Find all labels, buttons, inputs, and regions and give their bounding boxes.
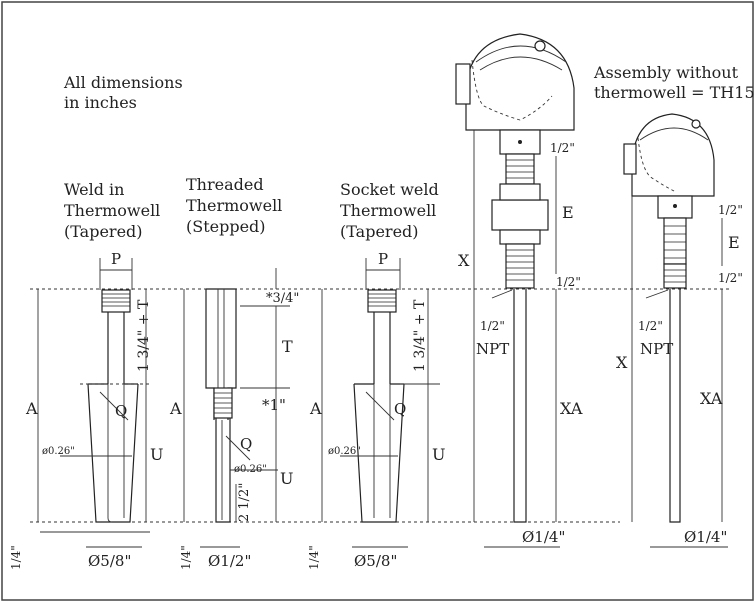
assembly-large-npt-label: NPT [476,340,509,358]
connection-head-large [465,33,575,131]
assembly-large-dim-e: E [562,203,574,222]
assembly-small-dim-xa: XA [700,389,723,408]
assembly-large-dim-half-top: 1/2" [550,141,575,155]
assembly-small-dim-half-bottom: 1/2" [718,271,743,285]
threaded-dim-top: *3/4" [266,291,299,306]
socket-dim-tip: ø0.26" [328,446,361,457]
threaded-title-line2: Thermowell [186,196,282,215]
assembly-small-dim-x: X [616,353,628,372]
socket-title-line1: Socket weld [340,180,439,199]
assembly-small-dim-half-top: 1/2" [718,203,743,217]
threaded-dim-step: 2 1/2" [237,483,252,522]
threaded-dim-bottom: 1/4" [179,545,193,570]
weld-title-line3: (Tapered) [64,222,143,241]
sheath-small [669,289,681,523]
weld-thermowell-group: Weld in Thermowell (Tapered) P A U 1 3/4… [9,180,163,570]
weld-dim-u: U [150,445,163,464]
note-in-inches: in inches [64,93,137,112]
assembly-large-dim-dia: Ø1/4" [522,528,565,546]
weld-title-line1: Weld in [64,180,124,199]
weld-title-line2: Thermowell [64,201,160,220]
threaded-title-line3: (Stepped) [186,217,266,236]
weld-tapered-shank [87,383,139,523]
threaded-title-line1: Threaded [186,175,264,194]
socket-dim-dia: Ø5/8" [354,552,397,570]
threaded-dim-mid: *1" [262,396,286,414]
assembly-small-group: X E 1/2" 1/2" 1/2" NPT XA Ø1/4" [616,113,743,548]
socket-dim-p: P [378,250,388,268]
threaded-dim-q: Q [240,435,252,453]
assembly-large-dim-x: X [458,251,470,270]
note-assembly-without: Assembly without [593,63,739,82]
threaded-dim-dia: Ø1/2" [208,552,251,570]
threaded-dim-tip: ø0.26" [234,464,267,475]
assembly-large-dim-half-bottom: 1/2" [556,275,581,289]
socket-tapered-shank [353,383,405,523]
assembly-large-group: X E 1/2" 1/2" 1/2" NPT XA Ø1/4" [455,33,583,548]
socket-title-line3: (Tapered) [340,222,419,241]
socket-dim-top: 1 3/4" + T [412,299,428,372]
note-thermowell-th15: thermowell = TH15 [594,83,755,102]
weld-dim-a: A [25,399,38,418]
weld-thread-section [101,289,131,313]
weld-dim-tip: ø0.26" [42,446,75,457]
assembly-small-npt-label: NPT [640,340,673,358]
weld-dim-bottom: 1/4" [9,545,23,570]
socket-thermowell-group: Socket weld Thermowell (Tapered) P A 1 3… [307,180,445,570]
socket-dim-a: A [309,399,322,418]
weld-dim-top: 1 3/4" + T [136,299,152,372]
threaded-dim-t: T [282,337,293,356]
socket-title-line2: Thermowell [340,201,436,220]
socket-dim-q: Q [394,400,406,418]
assembly-small-npt-fraction: 1/2" [638,319,663,333]
weld-dim-dia: Ø5/8" [88,552,131,570]
threaded-dim-a: A [169,399,182,418]
weld-dim-p: P [111,250,121,268]
assembly-large-dim-xa: XA [560,399,583,418]
note-all-dimensions: All dimensions [63,73,183,92]
weld-dim-q: Q [115,402,127,420]
threaded-dim-u: U [280,469,293,488]
sheath-large [513,289,527,523]
socket-dim-u: U [432,445,445,464]
union-fitting-large [491,199,549,231]
threaded-stepped-stem [215,418,231,523]
socket-dim-bottom: 1/4" [307,545,321,570]
assembly-large-npt-fraction: 1/2" [480,319,505,333]
threaded-thermowell-group: Threaded Thermowell (Stepped) A *3/4" T … [169,175,299,570]
connection-head-small [631,113,715,197]
assembly-small-dim-e: E [728,233,740,252]
assembly-small-dim-dia: Ø1/4" [684,528,727,546]
